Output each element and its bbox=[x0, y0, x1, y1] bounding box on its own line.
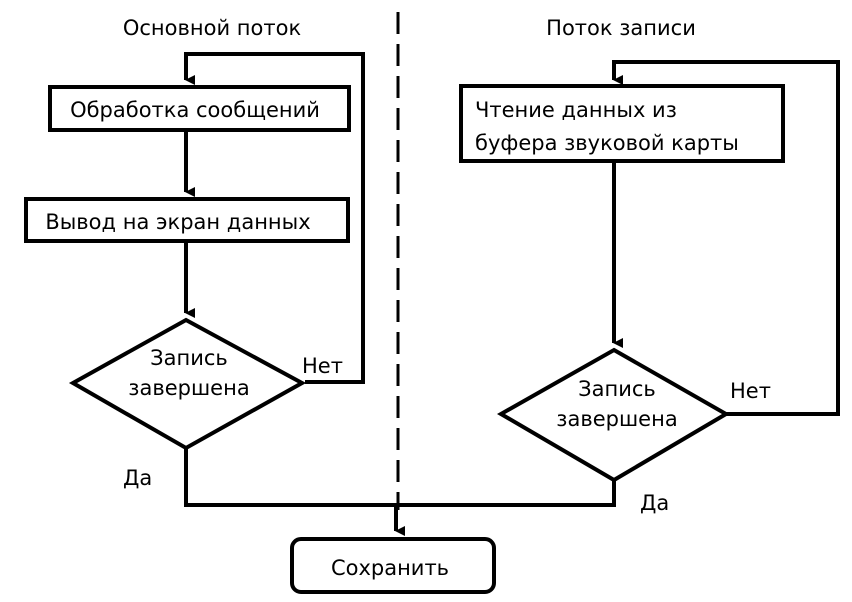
main-thread-header: Основной поток bbox=[123, 16, 301, 40]
read-buffer-line1: Чтение данных из bbox=[475, 98, 677, 122]
display-data-label: Вывод на экран данных bbox=[45, 210, 310, 234]
read-buffer-line2: буфера звуковой карты bbox=[475, 131, 739, 155]
main-no-label: Нет bbox=[302, 354, 343, 378]
record-loop-connector bbox=[612, 60, 840, 416]
record-decision-line2: завершена bbox=[556, 407, 677, 431]
save-block bbox=[290, 537, 496, 594]
main-decision-line1: Запись bbox=[150, 346, 228, 370]
read-buffer-box bbox=[459, 84, 785, 163]
record-thread-header: Поток записи bbox=[546, 16, 696, 40]
record-decision-line1: Запись bbox=[578, 377, 656, 401]
record-no-label: Нет bbox=[730, 379, 771, 403]
main-loop-connector bbox=[184, 52, 365, 384]
record-yes-label: Да bbox=[640, 491, 669, 515]
main-yes-label: Да bbox=[123, 466, 152, 490]
display-data-box bbox=[24, 197, 350, 243]
process-messages-label: Обработка сообщений bbox=[70, 98, 320, 122]
main-decision-line2: завершена bbox=[128, 376, 249, 400]
process-messages-box bbox=[48, 85, 351, 132]
save-label: Сохранить bbox=[331, 556, 449, 580]
